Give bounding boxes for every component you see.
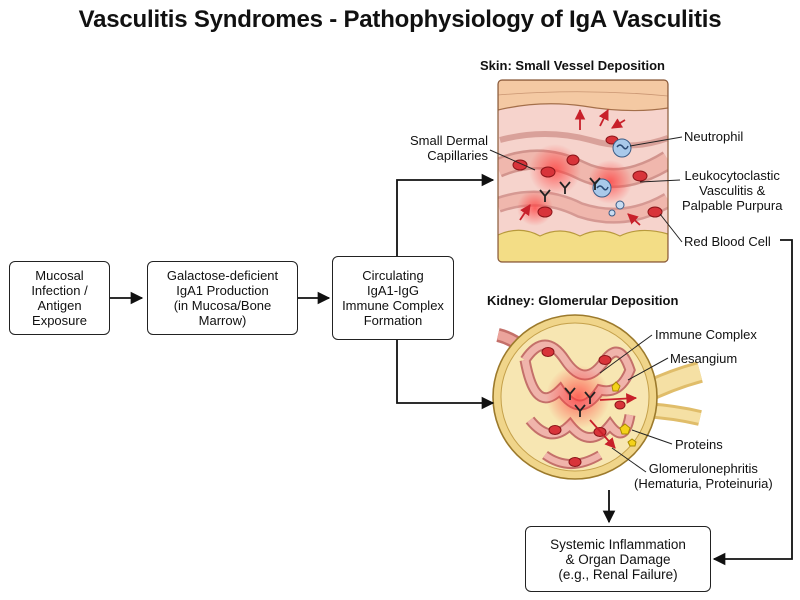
neutrophil-cell (612, 138, 632, 158)
page-title: Vasculitis Syndromes - Pathophysiology o… (78, 6, 722, 33)
label-proteins: Proteins (675, 437, 723, 452)
box-mucosal-infection: Mucosal Infection / Antigen Exposure (9, 261, 110, 335)
immune-complex-mark (559, 181, 571, 194)
protein-mark (611, 381, 621, 392)
arrow-3-to-skin (396, 173, 495, 256)
label-immune-complex: Immune Complex (655, 327, 757, 342)
red-blood-cell (512, 159, 528, 171)
glomerular-inflammation (546, 365, 610, 429)
kidney-panel-title: Kidney: Glomerular Deposition (487, 293, 679, 308)
label-neutrophil: Neutrophil (684, 129, 744, 144)
fat-layer (498, 229, 668, 262)
skin-panel-title: Skin: Small Vessel Deposition (480, 58, 665, 73)
skin-illustration (498, 80, 668, 262)
label-glomerulonephritis: Glomerulonephritis (Hematuria, Proteinur… (634, 461, 773, 491)
label-small-dermal-capillaries: Small Dermal Capillaries (409, 133, 488, 163)
box-iga1-production: Galactose-deficient IgA1 Production (in … (147, 261, 298, 335)
arrow-skin-to-systemic (712, 239, 793, 566)
arrow-3-to-kidney (396, 340, 495, 410)
label-leukocytoclastic-vasculitis: Leukocytoclastic Vasculitis & Palpable P… (682, 168, 783, 213)
box-systemic-inflammation: Systemic Inflammation & Organ Damage (e.… (525, 526, 711, 592)
box-immune-complex-formation: Circulating IgA1-IgG Immune Complex Form… (332, 256, 454, 340)
label-mesangium: Mesangium (670, 351, 738, 366)
epidermis-layer (498, 80, 668, 112)
label-red-blood-cell: Red Blood Cell (684, 234, 771, 249)
